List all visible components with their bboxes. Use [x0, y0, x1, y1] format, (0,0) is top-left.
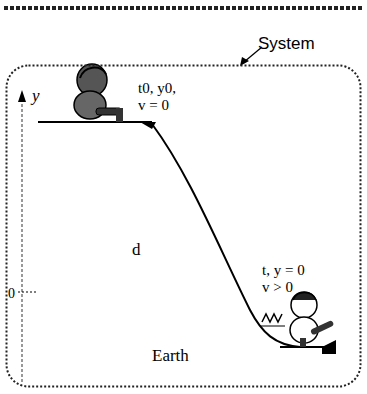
system-boundary: System — [5, 64, 362, 388]
axis-head — [18, 90, 26, 102]
state-label: t, y = 0 v > 0 — [262, 262, 310, 296]
motion-mark — [262, 314, 282, 322]
person-top — [74, 64, 123, 122]
axis-label: y — [32, 86, 40, 105]
motion-mark — [260, 326, 285, 327]
slide-curve — [152, 124, 300, 347]
axis-zero: 0 — [8, 286, 15, 302]
zero-tick — [18, 291, 36, 292]
person-bottom — [290, 292, 334, 347]
y-axis — [21, 100, 22, 382]
boundary-outline — [5, 64, 362, 388]
earth-label: Earth — [152, 346, 189, 365]
system-label: System — [258, 34, 315, 54]
platform-end — [322, 340, 336, 354]
ceiling-line — [4, 6, 363, 10]
platform — [38, 121, 152, 123]
distance-label: d — [132, 240, 141, 259]
state-label: t0, y0, v = 0 — [138, 80, 180, 114]
